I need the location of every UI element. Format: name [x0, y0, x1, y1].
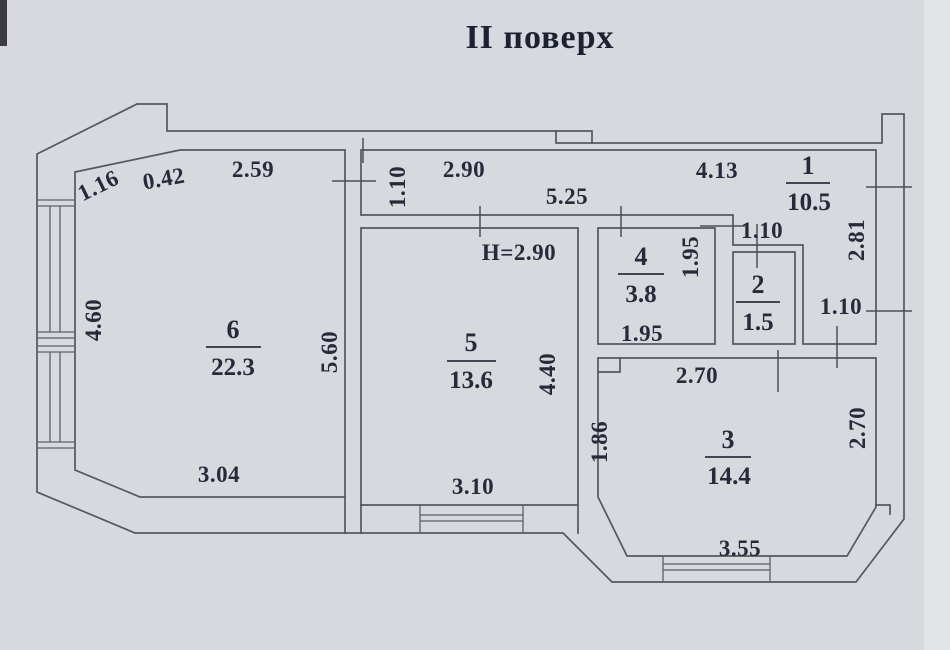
dim-room6-right: 5.60: [317, 331, 342, 373]
dim-room4-right: 1.95: [678, 236, 703, 278]
room-6-wall-extensions: [344, 496, 362, 534]
dim-room3-right: 2.70: [845, 407, 870, 449]
dimension-ticks: [332, 138, 912, 392]
dim-hall-b: 5.25: [546, 184, 588, 209]
room-3-corner-notch: [597, 357, 621, 373]
dim-room3-pass: 1.10: [820, 294, 862, 319]
room-2-number: 2: [752, 270, 765, 299]
dim-room6-top: 2.59: [232, 157, 274, 182]
window-room3: [662, 556, 771, 582]
room-1-number: 1: [802, 151, 815, 180]
dim-hall-right: 2.81: [844, 219, 869, 261]
room-4-area: 3.8: [625, 281, 656, 308]
dim-room4-bottom: 1.95: [621, 321, 663, 346]
dim-hall-c: 4.13: [696, 158, 738, 183]
dim-room3-top: 2.70: [676, 363, 718, 388]
room-5-number: 5: [465, 328, 478, 357]
scan-artifact: [0, 0, 7, 46]
room-2-area: 1.5: [742, 309, 773, 336]
dim-room2-top: 1.10: [741, 218, 783, 243]
window-room5: [419, 505, 524, 533]
dim-ceiling-height: H=2.90: [482, 240, 556, 265]
room-1-area: 10.5: [787, 189, 831, 216]
right-wall-step: [875, 504, 891, 515]
top-wall-notch: [555, 130, 593, 144]
left-wall-mullions: [37, 199, 75, 449]
dim-room6-bottom: 3.04: [198, 462, 240, 487]
page-edge: [924, 0, 950, 650]
corridor-outline: [360, 149, 877, 345]
room-2-outline: [732, 251, 796, 345]
plan-title: II поверх: [465, 19, 614, 56]
room-4-outline: [597, 227, 716, 345]
room-6-number: 6: [227, 315, 240, 344]
room-4-number: 4: [635, 242, 648, 271]
dim-room5-bottom: 3.10: [452, 474, 494, 499]
dim-room6-left: 4.60: [81, 299, 106, 341]
dim-hall-a: 2.90: [443, 157, 485, 182]
dim-room3-left: 1.86: [587, 421, 612, 463]
dim-hall-width: 1.10: [385, 166, 410, 208]
room-3-area: 14.4: [707, 463, 751, 490]
room-6-area: 22.3: [211, 354, 255, 381]
room-3-number: 3: [722, 425, 735, 454]
room-3-outline: [597, 357, 877, 557]
room-label-dividers: [206, 182, 830, 458]
outer-wall: [36, 103, 905, 583]
wall-linework: [36, 103, 905, 583]
dim-room3-bottom: 3.55: [719, 536, 761, 561]
dim-room5-right: 4.40: [535, 353, 560, 395]
left-wall-glazing: [49, 206, 61, 442]
room-5-area: 13.6: [449, 367, 493, 394]
window-symbols: [37, 199, 771, 582]
